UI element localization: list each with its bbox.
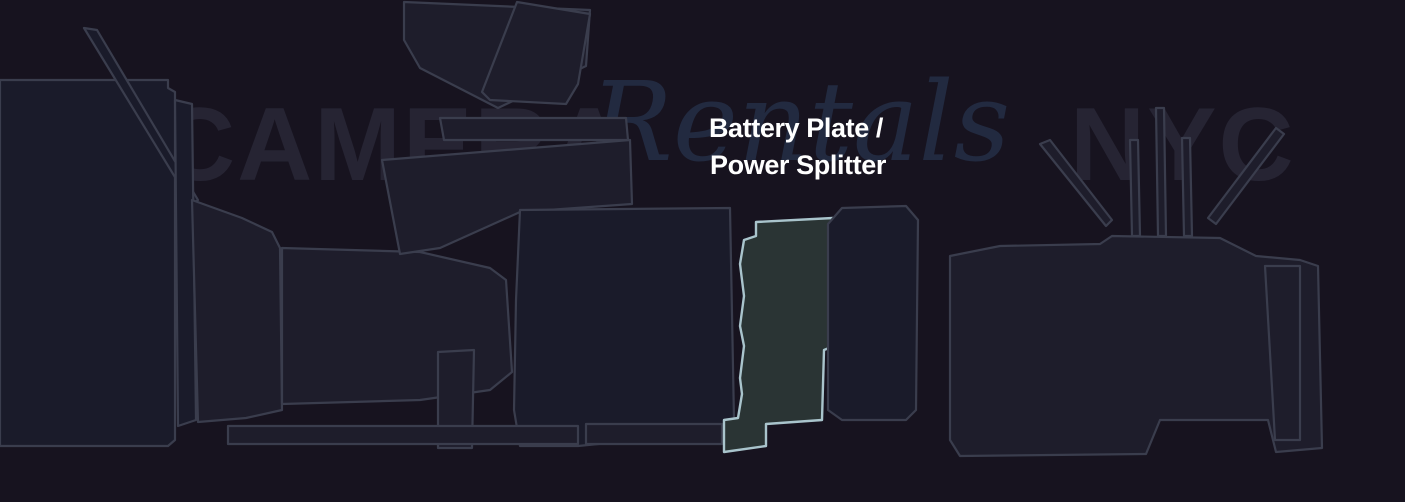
hover-label-line1: Battery Plate / [709, 113, 884, 143]
watermark-script-text: Rentals [588, 58, 1010, 186]
brand-watermark: CAMERA Rentals NYC [160, 58, 1294, 203]
part-wireless-unit[interactable] [948, 106, 1324, 458]
part-camera-body[interactable] [226, 206, 736, 450]
part-matte-box[interactable] [0, 26, 200, 448]
part-battery-plate[interactable] [722, 216, 836, 454]
hover-label: Battery Plate / Power Splitter [709, 113, 887, 180]
part-battery[interactable] [826, 204, 920, 422]
hover-label-line2: Power Splitter [710, 150, 887, 180]
